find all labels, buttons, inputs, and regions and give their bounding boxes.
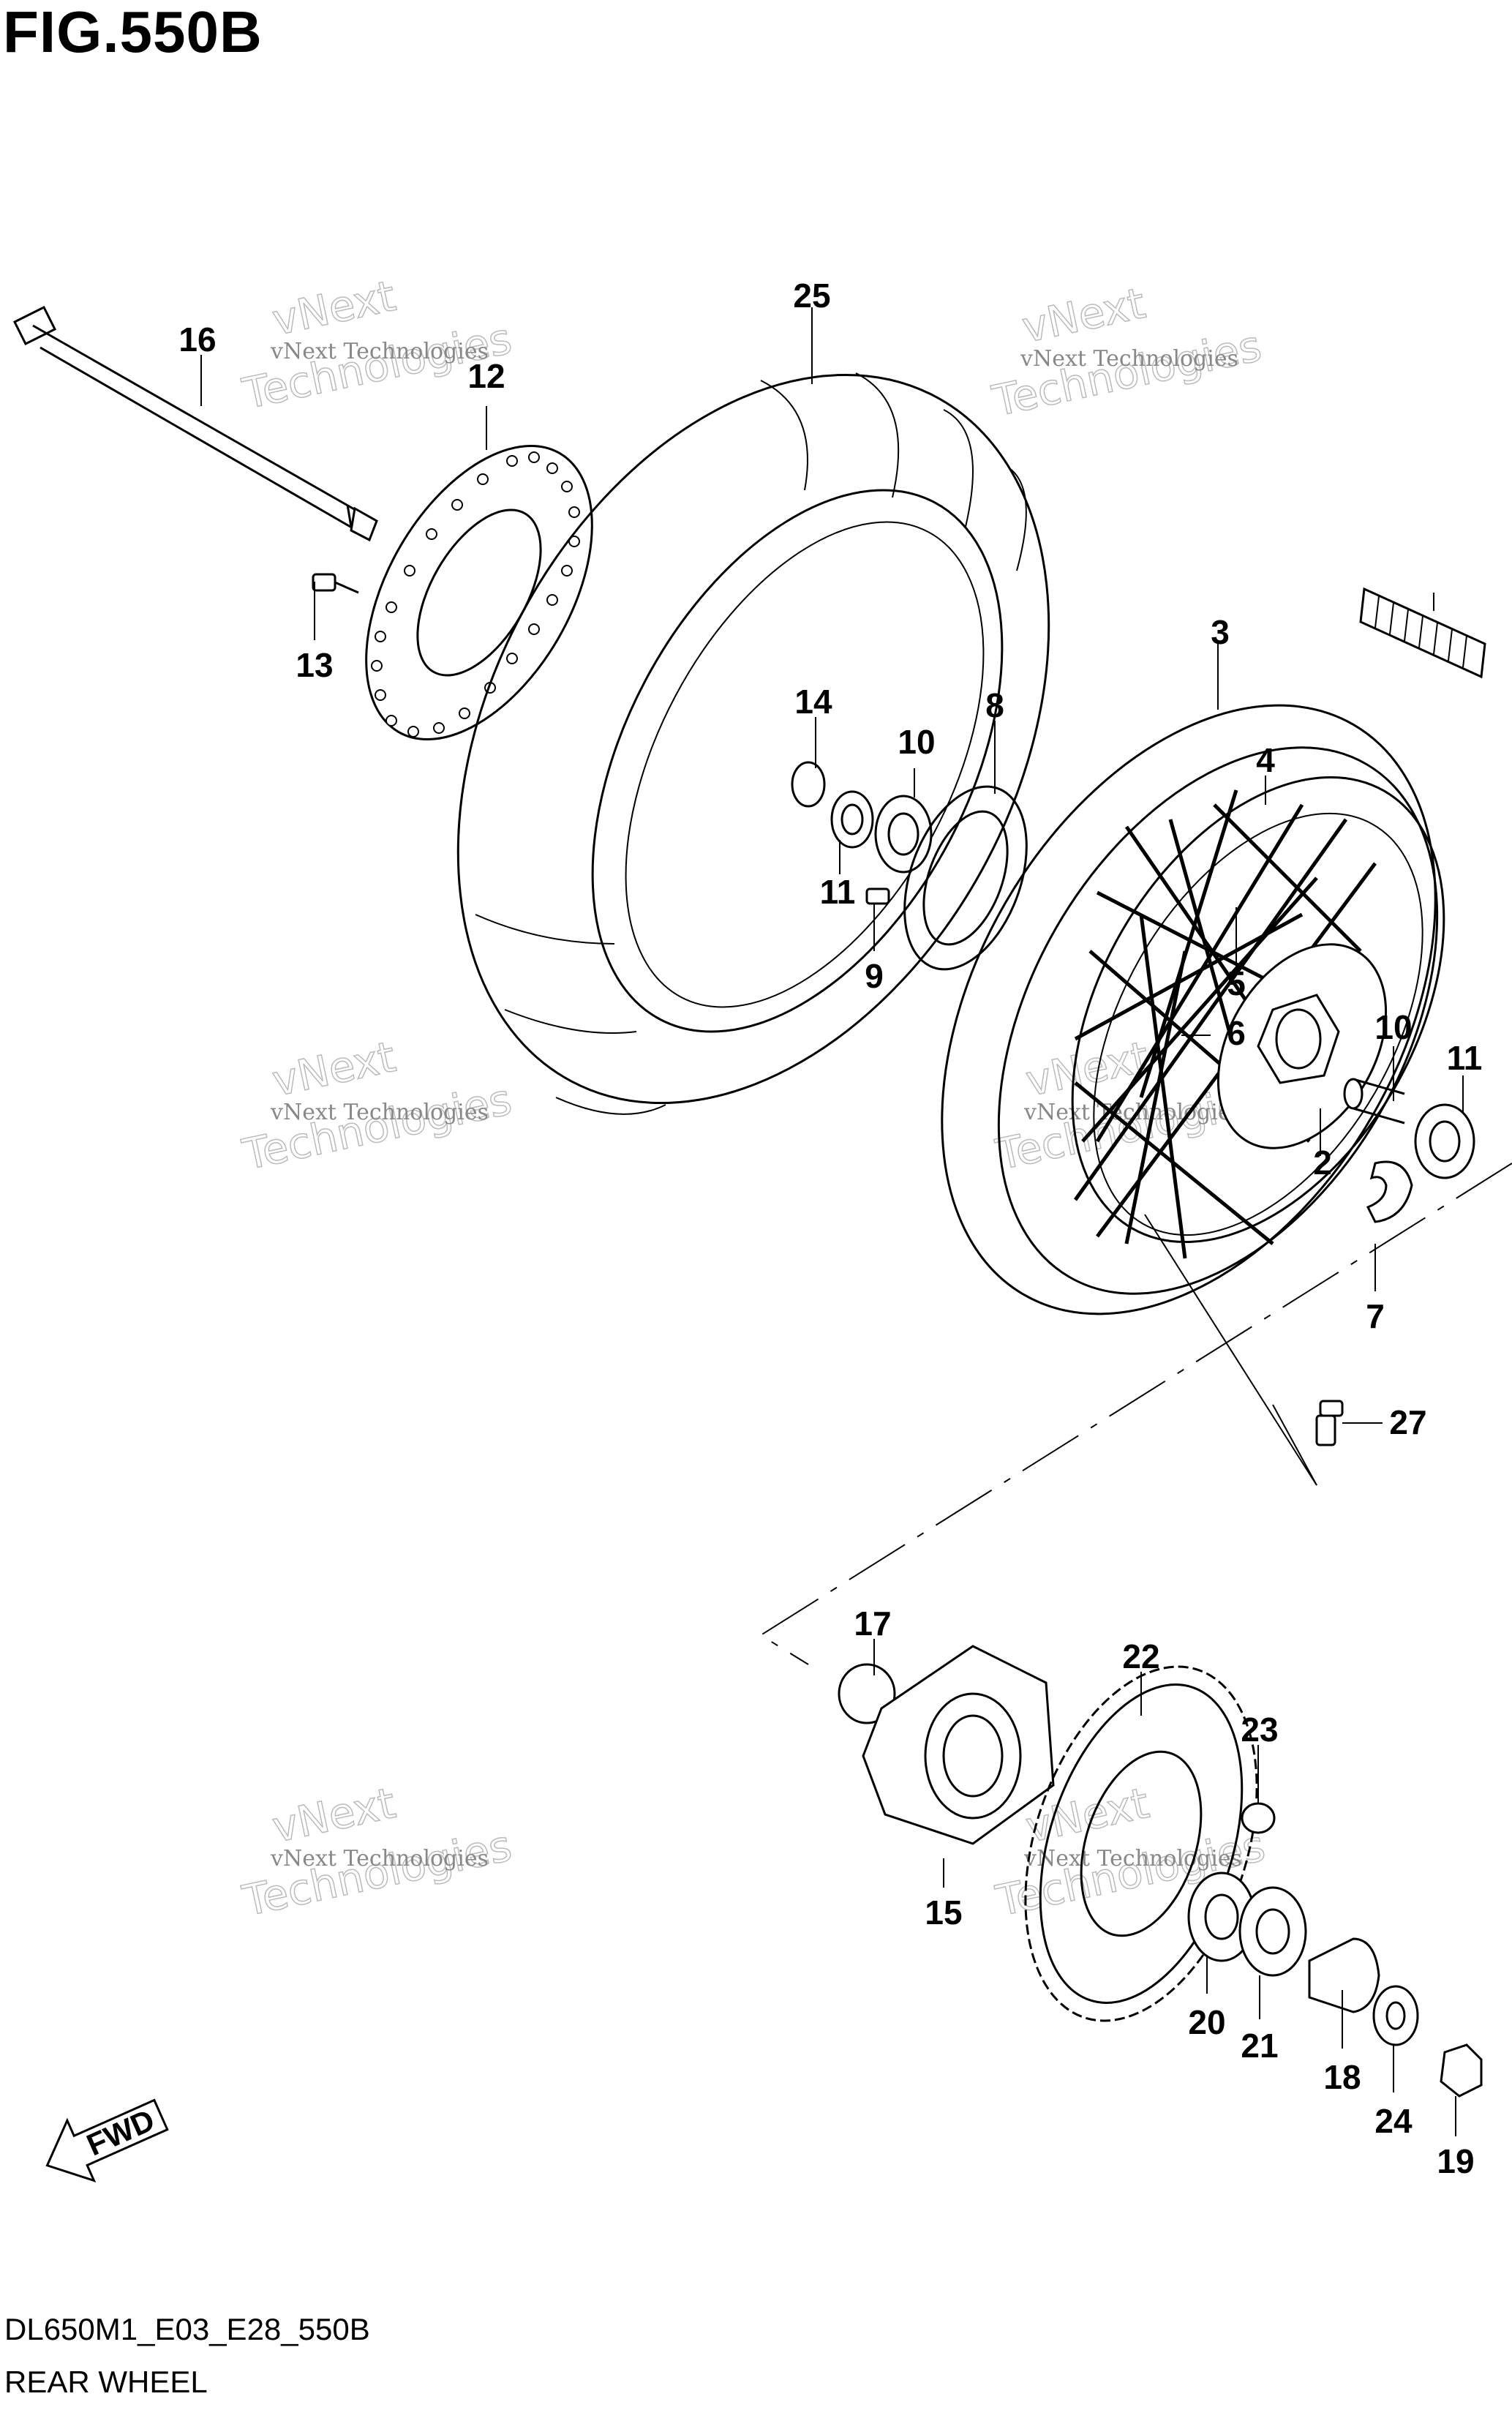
svg-text:vNext Technologies: vNext Technologies xyxy=(1023,1846,1242,1872)
part-label-10: 10 xyxy=(898,723,935,761)
svg-text:vNext: vNext xyxy=(268,1778,399,1852)
watermark: Technologies vNext vNext Technologies xyxy=(238,1031,516,1180)
section-name: REAR WHEEL xyxy=(4,2365,208,2399)
part-label-23: 23 xyxy=(1241,1711,1278,1749)
part-label-24: 24 xyxy=(1374,2102,1413,2140)
svg-text:vNext: vNext xyxy=(268,1032,399,1106)
part-label-9: 10 xyxy=(1374,1008,1412,1046)
part-label-15: 15 xyxy=(925,1893,962,1931)
disc-bolt-drawing xyxy=(312,573,359,594)
part-label-6: 7 xyxy=(1366,1297,1385,1335)
part-labels: 16 12 13 25 14 10 8 11 9 3 4 5 6 10 11 2 xyxy=(178,277,1482,2180)
watermark: Technologies vNext vNext Technologies xyxy=(238,1777,516,1926)
spacer-drawing xyxy=(1343,1078,1405,1125)
part-label-26: 27 xyxy=(1389,1403,1426,1441)
watermark: Technologies vNext vNext Technologies xyxy=(988,277,1266,427)
model-code: DL650M1_E03_E28_550B xyxy=(4,2312,370,2346)
damper-drawing xyxy=(1366,1160,1413,1223)
part-label-19: 19 xyxy=(1437,2142,1474,2180)
sprocket-carrier-drawing xyxy=(838,1645,1055,1845)
part-label-22: 22 xyxy=(1122,1637,1159,1675)
fwd-arrow-icon: FWD xyxy=(45,2098,169,2182)
part-label-16: 16 xyxy=(178,320,216,358)
sprocket-drawing xyxy=(1024,1665,1258,2022)
valve-drawing xyxy=(1315,1400,1344,1446)
svg-text:vNext Technologies: vNext Technologies xyxy=(270,339,489,364)
watermark: Technologies vNext vNext Technologies xyxy=(238,270,516,419)
figure-title: FIG.550B xyxy=(3,0,263,64)
rear-axle-drawing xyxy=(12,305,378,542)
hub-left-parts-drawing xyxy=(791,761,1028,971)
part-label-5: 6 xyxy=(1227,1014,1246,1052)
part-label-18: 18 xyxy=(1323,2058,1361,2096)
rim-drawing xyxy=(941,704,1445,1315)
part-label-11: 11 xyxy=(820,873,856,911)
part-label-10b: 11 xyxy=(1447,1039,1483,1077)
part-label-1: 2 xyxy=(1313,1144,1332,1182)
part-label-7: 8 xyxy=(985,686,1004,724)
watermark-group: Technologies vNext vNext Technologies Te… xyxy=(238,270,1270,1926)
part-label-20: 20 xyxy=(1188,2003,1225,2041)
svg-text:vNext Technologies: vNext Technologies xyxy=(1020,346,1238,372)
svg-text:vNext Technologies: vNext Technologies xyxy=(270,1846,489,1872)
part-label-14: 14 xyxy=(794,683,832,721)
svg-text:vNext Technologies: vNext Technologies xyxy=(270,1100,489,1125)
part-label-3: 4 xyxy=(1256,741,1275,779)
part-label-12: 12 xyxy=(467,357,505,395)
part-label-25: 25 xyxy=(793,277,830,315)
bearing-right-drawing xyxy=(1414,1103,1475,1179)
balance-weight-drawing xyxy=(1359,587,1486,679)
brake-disc-drawing xyxy=(365,444,593,741)
part-label-13: 13 xyxy=(296,646,333,684)
sprocket-side-parts-drawing xyxy=(1187,1802,1483,2098)
tire-drawing xyxy=(456,372,1050,1115)
svg-text:vNext: vNext xyxy=(268,271,399,345)
part-label-4: 5 xyxy=(1227,964,1246,1002)
part-label-17: 17 xyxy=(854,1604,891,1643)
part-label-2: 3 xyxy=(1211,613,1230,651)
part-label-8: 9 xyxy=(865,957,884,995)
svg-text:vNext: vNext xyxy=(1018,278,1149,353)
svg-text:FWD: FWD xyxy=(82,2103,159,2163)
assembly-lines xyxy=(759,1163,1512,1665)
part-label-21: 21 xyxy=(1241,2027,1278,2065)
